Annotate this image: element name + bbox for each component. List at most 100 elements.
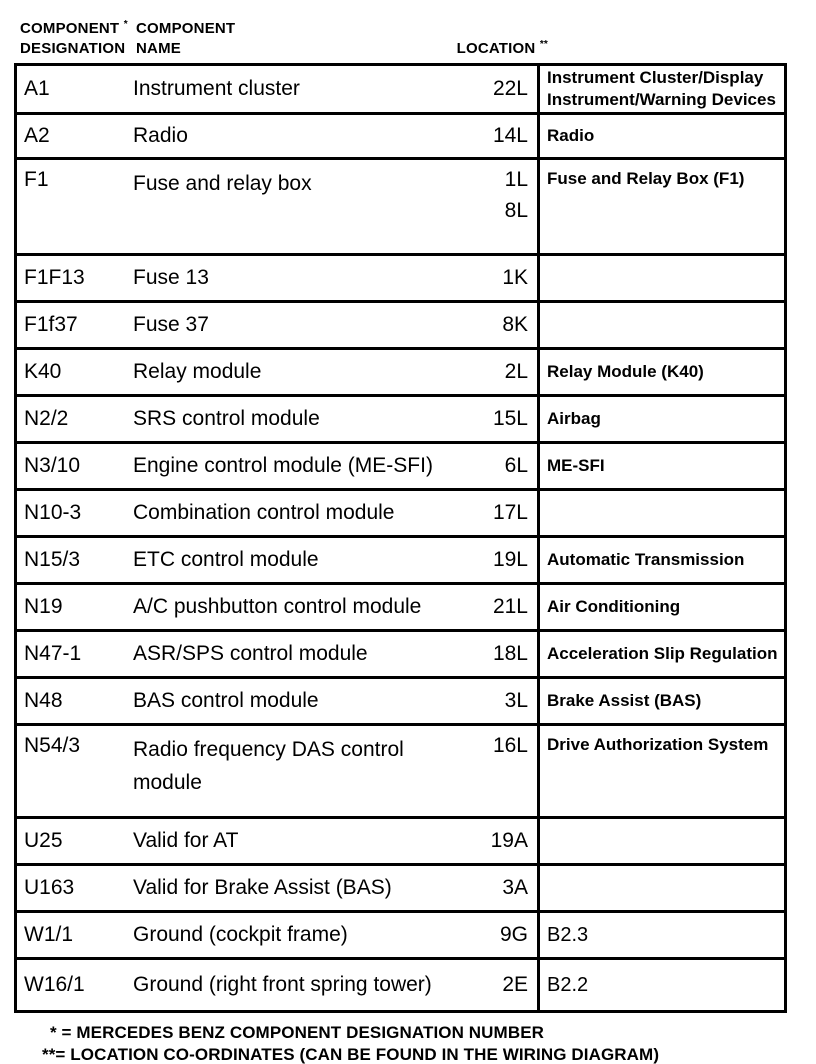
- location-cell: 6L: [504, 454, 528, 477]
- header-text: COMPONENT: [20, 20, 120, 37]
- note-cell: Brake Assist (BAS): [537, 679, 784, 723]
- note-cell: ME-SFI: [537, 444, 784, 488]
- table-row: N54/3 Radio frequency DAS control module…: [17, 723, 784, 816]
- note-cell: Relay Module (K40): [537, 350, 784, 394]
- header-component-designation: COMPONENT * DESIGNATION: [17, 19, 128, 58]
- note-cell: [537, 256, 784, 300]
- location-cell: 22L: [492, 77, 528, 100]
- location-cell: 19L: [492, 548, 528, 571]
- component-name-cell: Instrument cluster: [133, 76, 300, 100]
- double-asterisk-marker: **: [539, 38, 548, 50]
- footnote-location: **= LOCATION CO-ORDINATES (CAN BE FOUND …: [42, 1045, 660, 1064]
- footnote-designation: * = MERCEDES BENZ COMPONENT DESIGNATION …: [50, 1023, 545, 1042]
- note-cell: [537, 303, 784, 347]
- component-designation-cell: N19: [24, 595, 63, 618]
- location-value: 1L: [504, 168, 528, 191]
- table-row: A2 Radio 14L Radio: [17, 112, 784, 157]
- component-designation-cell: N54/3: [24, 734, 81, 757]
- note-cell: Instrument Cluster/Display Instrument/Wa…: [537, 66, 784, 112]
- component-name-cell: Radio frequency DAS control module: [133, 738, 404, 794]
- note-cell: Automatic Transmission: [537, 538, 784, 582]
- component-name-cell: Fuse and relay box: [133, 172, 312, 195]
- component-designation-cell: W1/1: [24, 923, 74, 946]
- table-row: F1 Fuse and relay box 1L 8L Fuse and Rel…: [17, 157, 784, 253]
- location-cell: 2E: [502, 973, 528, 996]
- table-row: F1F13 Fuse 13 1K: [17, 253, 784, 300]
- note-cell: B2.2: [537, 960, 784, 1010]
- component-name-cell: BAS control module: [133, 688, 319, 712]
- component-designation-cell: F1: [24, 168, 49, 191]
- table-row: F1f37 Fuse 37 8K: [17, 300, 784, 347]
- component-name-cell: Radio: [133, 123, 188, 147]
- table-row: W16/1 Ground (right front spring tower) …: [17, 957, 784, 1010]
- component-name-cell: ETC control module: [133, 547, 319, 571]
- note-cell: Drive Authorization System: [537, 726, 784, 816]
- component-designation-cell: U25: [24, 829, 63, 852]
- component-designation-cell: K40: [24, 360, 62, 383]
- location-cell: 9G: [499, 923, 528, 946]
- component-name-cell: Fuse 37: [133, 312, 209, 336]
- component-designation-cell: U163: [24, 876, 75, 899]
- component-name-cell: Ground (cockpit frame): [133, 922, 348, 946]
- component-name-cell: Engine control module (ME-SFI): [133, 453, 433, 477]
- component-name-cell: Fuse 13: [133, 265, 209, 289]
- component-designation-cell: N10-3: [24, 501, 82, 524]
- component-designation-cell: W16/1: [24, 973, 85, 996]
- note-cell: B2.3: [537, 913, 784, 957]
- table-row: U25 Valid for AT 19A: [17, 816, 784, 863]
- asterisk-marker: *: [123, 19, 128, 30]
- location-cell: 15L: [492, 407, 528, 430]
- note-cell: Radio: [537, 115, 784, 157]
- header-component-name: COMPONENT NAME: [128, 19, 456, 58]
- table-row: K40 Relay module 2L Relay Module (K40): [17, 347, 784, 394]
- component-name-cell: Relay module: [133, 359, 262, 383]
- component-name-cell: SRS control module: [133, 406, 320, 430]
- table-row: A1 Instrument cluster 22L Instrument Clu…: [17, 66, 784, 112]
- component-designation-cell: F1F13: [24, 266, 85, 289]
- header-line: COMPONENT: [136, 20, 236, 37]
- location-cell: 8K: [502, 313, 528, 336]
- note-cell: [537, 819, 784, 863]
- component-designation-cell: N2/2: [24, 407, 69, 430]
- component-name-cell: A/C pushbutton control module: [133, 594, 422, 618]
- component-designation-cell: N47-1: [24, 642, 82, 665]
- component-designation-cell: A2: [24, 124, 50, 147]
- component-name-cell: Ground (right front spring tower): [133, 972, 432, 996]
- table-row: N3/10 Engine control module (ME-SFI) 6L …: [17, 441, 784, 488]
- location-cell: 19A: [490, 829, 528, 852]
- component-name-cell: Combination control module: [133, 500, 395, 524]
- note-cell: Airbag: [537, 397, 784, 441]
- note-cell: Fuse and Relay Box (F1): [537, 160, 784, 253]
- component-designation-cell: F1f37: [24, 313, 78, 336]
- note-cell: Air Conditioning: [537, 585, 784, 629]
- table-row: N2/2 SRS control module 15L Airbag: [17, 394, 784, 441]
- header-line: NAME: [136, 39, 181, 57]
- table-row: W1/1 Ground (cockpit frame) 9G B2.3: [17, 910, 784, 957]
- table-row: N15/3 ETC control module 19L Automatic T…: [17, 535, 784, 582]
- footnotes: * = MERCEDES BENZ COMPONENT DESIGNATION …: [0, 1022, 816, 1064]
- table-row: N10-3 Combination control module 17L: [17, 488, 784, 535]
- table-row: N47-1 ASR/SPS control module 18L Acceler…: [17, 629, 784, 676]
- location-cell: 3L: [504, 689, 528, 712]
- header-text: LOCATION: [456, 39, 536, 57]
- table-row: N48 BAS control module 3L Brake Assist (…: [17, 676, 784, 723]
- location-cell: 18L: [492, 642, 528, 665]
- component-table: A1 Instrument cluster 22L Instrument Clu…: [14, 63, 787, 1013]
- component-designation-cell: N15/3: [24, 548, 81, 571]
- note-cell: [537, 491, 784, 535]
- location-cell: 16L: [492, 734, 528, 757]
- component-designation-cell: N48: [24, 689, 63, 712]
- header-line: COMPONENT *: [20, 19, 128, 39]
- location-cell: 1K: [502, 266, 528, 289]
- header-line: DESIGNATION: [20, 39, 126, 57]
- table-column-header: COMPONENT * DESIGNATION COMPONENT NAME L…: [0, 0, 816, 63]
- location-cell: 1L 8L: [445, 160, 537, 253]
- location-cell: 2L: [504, 360, 528, 383]
- component-designation-cell: A1: [24, 77, 50, 100]
- location-cell: 3A: [502, 876, 528, 899]
- header-location: LOCATION **: [456, 39, 556, 59]
- note-cell: [537, 866, 784, 910]
- component-name-cell: Valid for AT: [133, 828, 239, 852]
- location-cell: 14L: [492, 124, 528, 147]
